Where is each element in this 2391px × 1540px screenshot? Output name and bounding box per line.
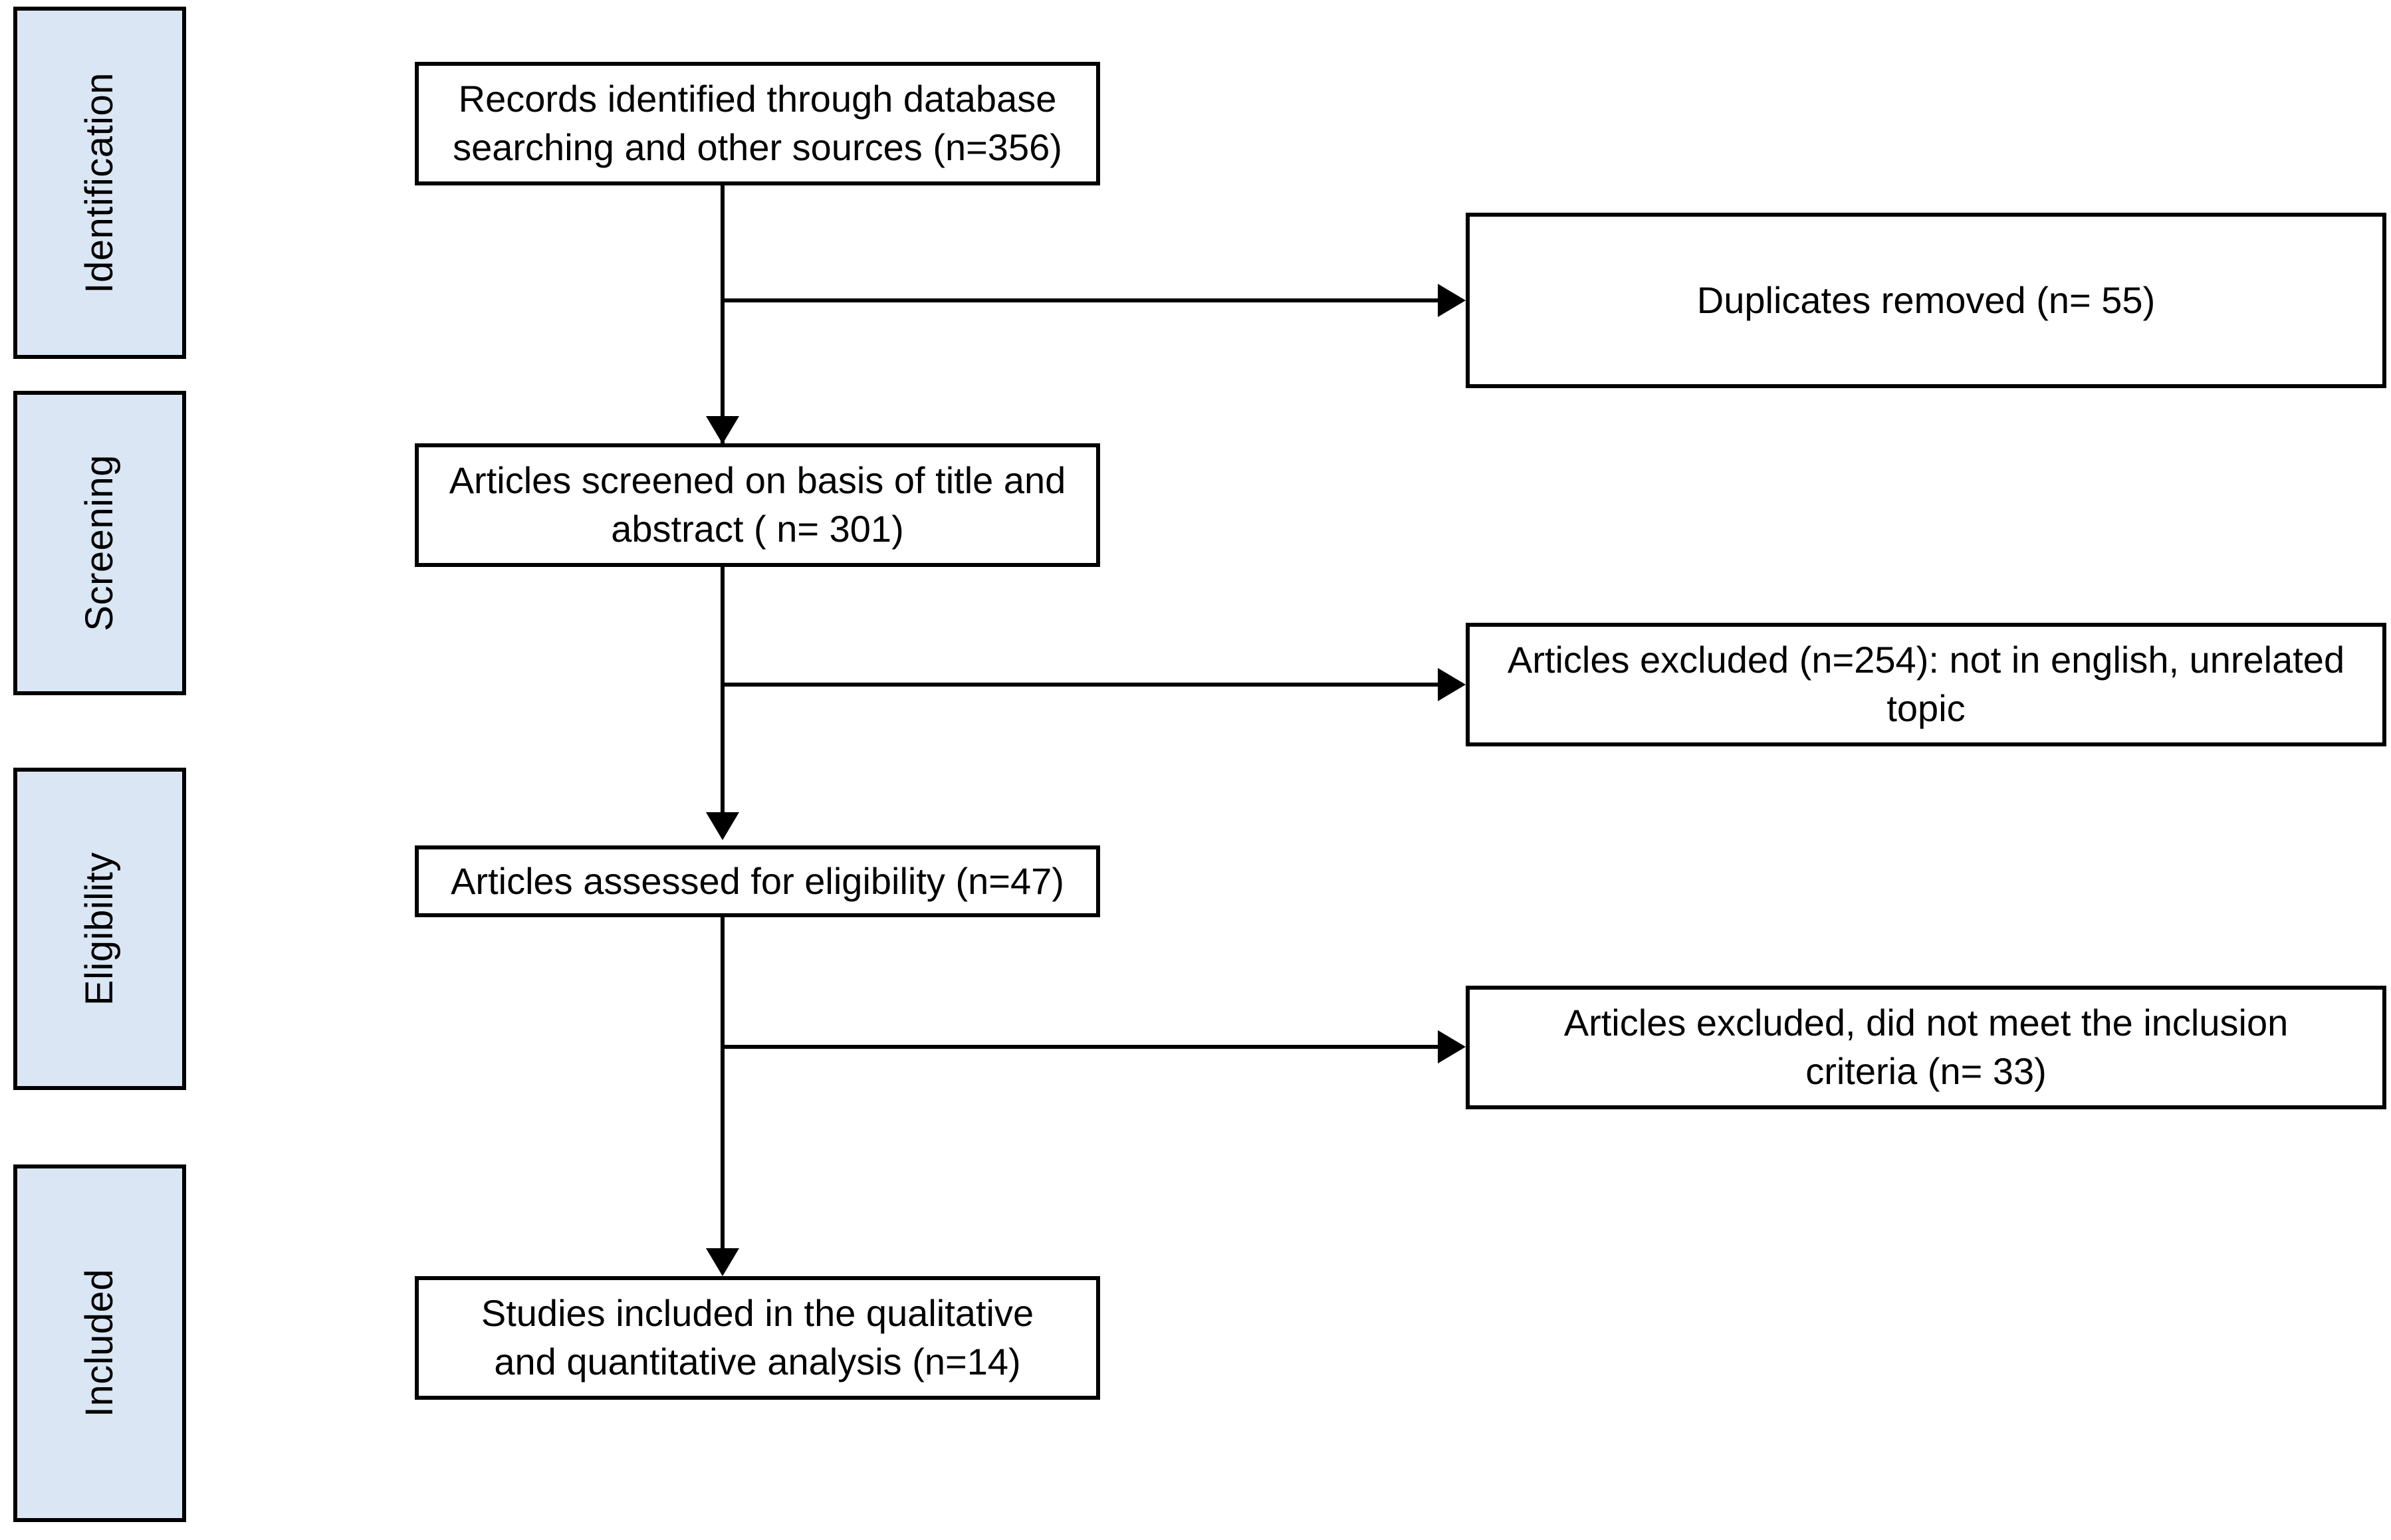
exclusion-box-articles-excluded-eligibility: Articles excluded, did not meet the incl… — [1466, 986, 2386, 1109]
arrowhead-to-articles-excluded-screening — [1438, 668, 1466, 701]
stage-label-eligibility: Eligibility — [78, 851, 121, 1006]
flow-box-studies-included: Studies included in the qualitative and … — [415, 1276, 1100, 1400]
connector-line-screening-to-eligibility — [721, 567, 725, 816]
connector-line-to-articles-excluded-screening — [721, 683, 1442, 687]
articles-assessed-line1: Articles assessed for eligibility (n=47) — [451, 859, 1064, 902]
connector-line-eligibility-to-included — [721, 917, 725, 1271]
exclusion-box-articles-excluded-screening: Articles excluded (n=254): not in englis… — [1466, 623, 2386, 746]
connector-line-to-articles-excluded-eligibility — [721, 1045, 1442, 1049]
articles-excluded-screening-line1: Articles excluded (n=254): not in englis… — [1507, 639, 2345, 681]
records-identified-line1: Records identified through database — [458, 78, 1057, 120]
flow-box-articles-screened-text: Articles screened on basis of title and … — [449, 457, 1066, 554]
stage-label-identification: Identification — [78, 72, 121, 294]
stage-box-eligibility: Eligibility — [13, 768, 186, 1090]
flow-box-articles-screened: Articles screened on basis of title and … — [415, 443, 1100, 567]
flow-box-articles-assessed: Articles assessed for eligibility (n=47) — [415, 845, 1100, 917]
flow-box-articles-assessed-text: Articles assessed for eligibility (n=47) — [451, 857, 1064, 906]
articles-screened-line1: Articles screened on basis of title and — [449, 459, 1066, 502]
studies-included-line1: Studies included in the qualitative — [481, 1292, 1034, 1335]
arrowhead-to-duplicates-removed — [1438, 284, 1466, 317]
records-identified-line2: searching and other sources (n=356) — [453, 126, 1062, 168]
flow-box-studies-included-text: Studies included in the qualitative and … — [481, 1289, 1034, 1386]
studies-included-line2: and quantitative analysis (n=14) — [494, 1341, 1021, 1382]
arrowhead-to-studies-included — [706, 1248, 739, 1276]
exclusion-box-duplicates-removed-text: Duplicates removed (n= 55) — [1697, 276, 2155, 325]
arrowhead-to-articles-screened — [706, 416, 739, 444]
connector-line-identification-to-screening — [721, 185, 725, 445]
stage-box-screening: Screening — [13, 391, 186, 695]
stage-box-included: Included — [13, 1164, 186, 1522]
connector-line-to-duplicates-removed — [721, 298, 1442, 302]
exclusion-box-articles-excluded-eligibility-text: Articles excluded, did not meet the incl… — [1564, 999, 2288, 1096]
duplicates-removed-line1: Duplicates removed (n= 55) — [1696, 278, 2156, 321]
articles-excluded-eligibility-line2: criteria (n= 33) — [1805, 1050, 2047, 1092]
flow-box-records-identified: Records identified through database sear… — [415, 62, 1100, 185]
exclusion-box-duplicates-removed: Duplicates removed (n= 55) — [1466, 213, 2386, 388]
articles-screened-line2: abstract ( n= 301) — [611, 508, 904, 550]
arrowhead-to-articles-excluded-eligibility — [1438, 1030, 1466, 1063]
articles-excluded-eligibility-line1: Articles excluded, did not meet the incl… — [1563, 1002, 2289, 1044]
exclusion-box-articles-excluded-screening-text: Articles excluded (n=254): not in englis… — [1508, 636, 2344, 733]
stage-label-included: Included — [78, 1269, 121, 1418]
articles-excluded-screening-line2: topic — [1886, 687, 1966, 729]
flow-box-records-identified-text: Records identified through database sear… — [453, 75, 1062, 172]
stage-label-screening: Screening — [78, 455, 121, 631]
stage-box-identification: Identification — [13, 7, 186, 359]
arrowhead-to-articles-assessed — [706, 812, 739, 840]
